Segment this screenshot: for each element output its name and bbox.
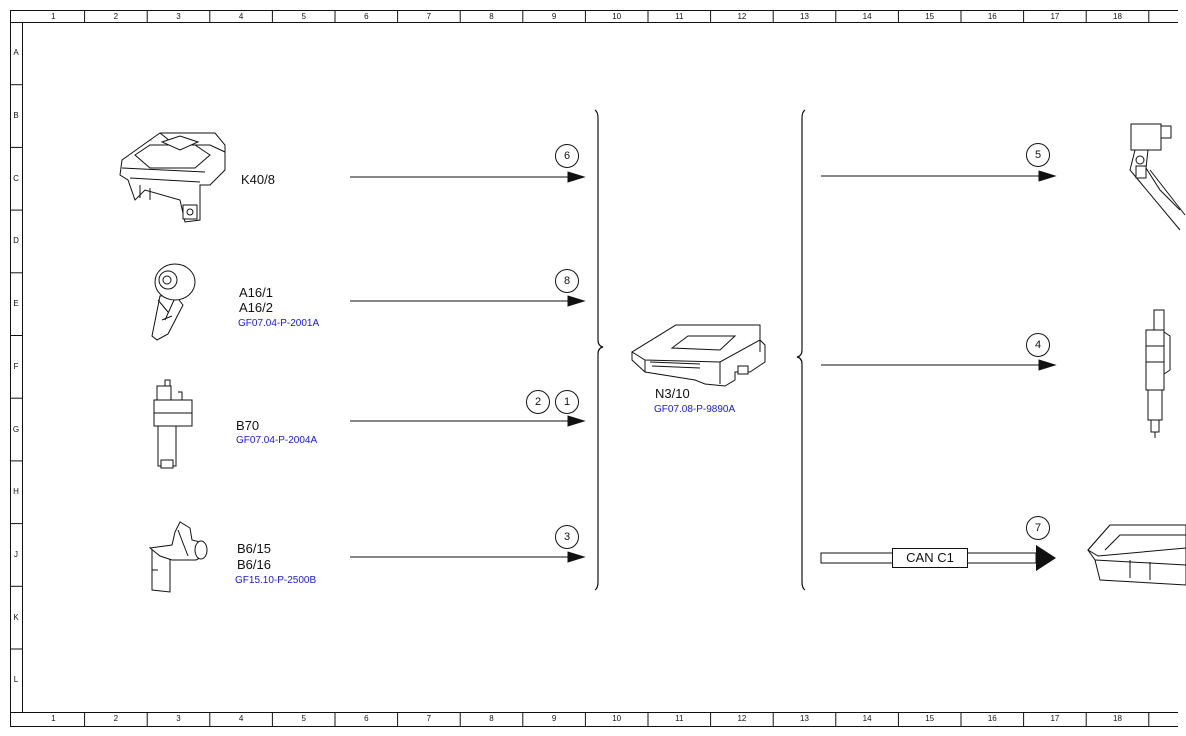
grid-column-label: 5 bbox=[301, 714, 306, 723]
grid-row-label: L bbox=[13, 675, 19, 685]
signal-marker-4: 4 bbox=[1026, 333, 1050, 357]
grid-column-label: 5 bbox=[301, 12, 306, 21]
label-b70: B70 bbox=[236, 418, 260, 433]
label-a16-2: A16/2 bbox=[239, 300, 273, 315]
grid-column-label: 7 bbox=[426, 12, 432, 21]
grid-column-label: 15 bbox=[925, 12, 935, 21]
grid-column-label: 17 bbox=[1050, 714, 1060, 723]
camshaft-sensor-icon bbox=[148, 521, 208, 593]
grid-column-label: 11 bbox=[675, 714, 684, 723]
signal-marker-1: 1 bbox=[555, 390, 579, 414]
grid-column-label: 9 bbox=[551, 714, 557, 723]
fuel-injector-icon bbox=[1145, 309, 1171, 438]
grid-column-label: 2 bbox=[113, 714, 119, 723]
grid-column-label: 9 bbox=[551, 12, 557, 21]
link-gf07-04-p-2004a[interactable]: GF07.04-P-2004A bbox=[236, 435, 318, 446]
grid-row-label: F bbox=[13, 361, 19, 371]
grid-column-label: 8 bbox=[489, 12, 494, 21]
grid-column-label: 10 bbox=[612, 12, 622, 21]
label-n3-10: N3/10 bbox=[655, 386, 690, 401]
grid-column-label: 11 bbox=[675, 12, 684, 21]
control-module-icon bbox=[1087, 524, 1186, 586]
grid-row-label: B bbox=[13, 111, 19, 121]
grid-column-label: 3 bbox=[176, 714, 181, 723]
grid-row-label: J bbox=[14, 549, 18, 559]
grid-column-label: 7 bbox=[426, 714, 432, 723]
grid-column-label: 6 bbox=[364, 714, 369, 723]
grid-column-label: 18 bbox=[1113, 12, 1122, 21]
crankshaft-sensor-icon bbox=[153, 379, 193, 469]
grid-row-label: A bbox=[13, 48, 19, 58]
signal-marker-3: 3 bbox=[555, 525, 579, 549]
grid-column-label: 4 bbox=[238, 12, 244, 21]
grid-column-label: 4 bbox=[238, 714, 244, 723]
grid-column-label: 3 bbox=[176, 12, 181, 21]
grid-column-label: 13 bbox=[800, 714, 809, 723]
can-bus-label: CAN C1 bbox=[892, 548, 968, 568]
label-b6-16: B6/16 bbox=[237, 557, 271, 572]
signal-marker-7: 7 bbox=[1026, 516, 1050, 540]
grid-column-label: 2 bbox=[113, 12, 119, 21]
label-k40-8: K40/8 bbox=[241, 172, 275, 187]
grid-column-label: 1 bbox=[51, 12, 56, 21]
grid-column-label: 1 bbox=[51, 714, 56, 723]
signal-marker-2: 2 bbox=[526, 390, 550, 414]
signal-marker-8: 8 bbox=[555, 269, 579, 293]
grid-column-label: 14 bbox=[862, 714, 872, 723]
grid-row-label: G bbox=[12, 424, 20, 434]
signal-marker-6: 6 bbox=[555, 144, 579, 168]
grid-column-label: 10 bbox=[612, 714, 622, 723]
control-unit-icon bbox=[631, 324, 766, 387]
grid-column-label: 14 bbox=[862, 12, 872, 21]
label-b6-15: B6/15 bbox=[237, 541, 271, 556]
grid-column-label: 12 bbox=[737, 12, 747, 21]
label-a16-1: A16/1 bbox=[239, 285, 273, 300]
link-gf07-08-p-9890a[interactable]: GF07.08-P-9890A bbox=[654, 404, 736, 415]
signal-marker-5: 5 bbox=[1026, 143, 1050, 167]
grid-row-label: H bbox=[13, 487, 19, 497]
grid-column-label: 8 bbox=[489, 714, 494, 723]
ignition-coil-icon bbox=[1129, 123, 1186, 231]
grid-column-label: 18 bbox=[1113, 714, 1122, 723]
link-gf07-04-p-2001a[interactable]: GF07.04-P-2001A bbox=[238, 318, 320, 329]
grid-column-label: 12 bbox=[737, 714, 747, 723]
relay-module-icon bbox=[119, 132, 226, 223]
grid-row-label: K bbox=[13, 612, 19, 622]
grid-column-label: 17 bbox=[1050, 12, 1060, 21]
grid-column-label: 15 bbox=[925, 714, 935, 723]
grid-row-label: E bbox=[13, 299, 19, 309]
grid-row-label: D bbox=[13, 236, 19, 246]
grid-column-label: 13 bbox=[800, 12, 809, 21]
grid-column-label: 6 bbox=[364, 12, 369, 21]
knock-sensor-icon bbox=[151, 263, 196, 341]
grid-column-label: 16 bbox=[987, 714, 997, 723]
grid-column-label: 16 bbox=[987, 12, 997, 21]
link-gf15-10-p-2500b[interactable]: GF15.10-P-2500B bbox=[235, 575, 317, 586]
grid-row-label: C bbox=[13, 173, 19, 183]
